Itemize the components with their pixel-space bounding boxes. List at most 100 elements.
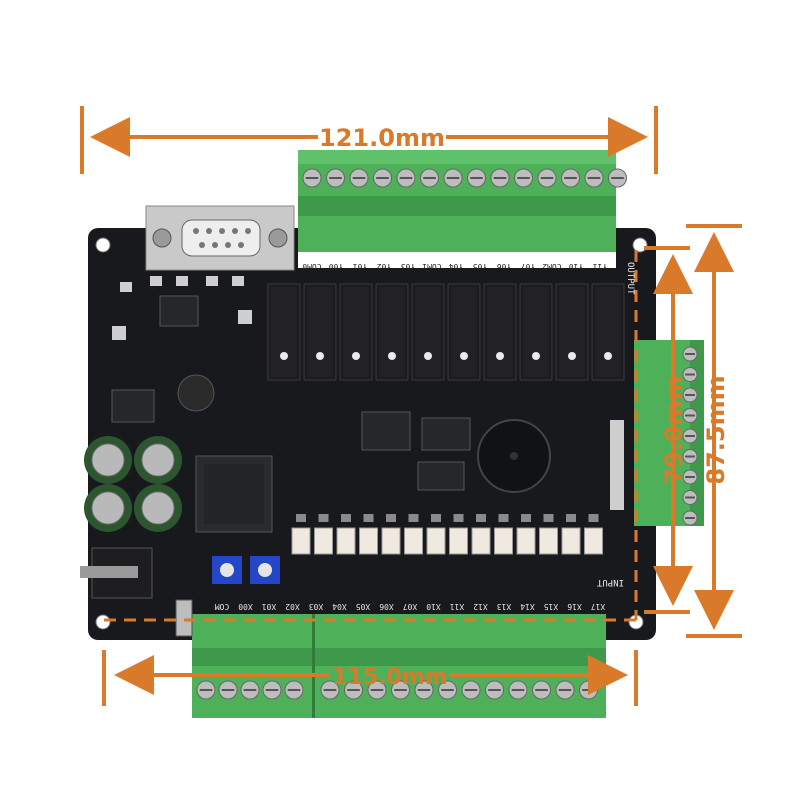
output-pin-label: Y11 bbox=[593, 262, 608, 271]
potentiometers bbox=[212, 556, 280, 584]
relay bbox=[339, 283, 373, 381]
optocoupler bbox=[539, 514, 558, 555]
output-pin-label: Y04 bbox=[449, 262, 464, 271]
terminal-screw bbox=[485, 680, 504, 700]
output-pin-label: COM2 bbox=[542, 262, 561, 271]
relay bbox=[519, 283, 553, 381]
output-pin-label: Y05 bbox=[473, 262, 488, 271]
terminal-screw bbox=[555, 680, 575, 700]
input-pin-label: X17 bbox=[591, 602, 606, 611]
input-pin-label: X04 bbox=[332, 602, 347, 611]
ic-chips bbox=[111, 295, 471, 491]
input-pin-label: COM bbox=[215, 602, 230, 611]
terminal-screw bbox=[584, 168, 604, 188]
relay bbox=[555, 283, 589, 381]
optocoupler bbox=[471, 514, 491, 555]
output-pin-label: Y10 bbox=[569, 262, 584, 271]
terminal-screw bbox=[320, 680, 340, 700]
terminal-screw bbox=[682, 346, 698, 362]
terminal-screw bbox=[414, 680, 434, 700]
input-pin-label: X14 bbox=[520, 602, 535, 611]
dimension-markers bbox=[80, 106, 742, 706]
output-pin-label: COM1 bbox=[422, 262, 441, 271]
terminal-screw bbox=[396, 168, 416, 188]
terminal-screw bbox=[438, 680, 457, 700]
silkscreen-marks bbox=[112, 276, 624, 510]
output-pin-label: Y01 bbox=[353, 262, 368, 271]
output-terminal-block: COM0 Y00 Y01 Y02 Y03 COM1 Y04 Y05 Y06 Y07 COM2 Y10 Y… bbox=[298, 150, 627, 271]
terminal-screw bbox=[561, 168, 580, 188]
mounting-hole bbox=[632, 237, 648, 253]
electrolytic-capacitors bbox=[84, 436, 182, 532]
optocoupler-row bbox=[291, 514, 603, 555]
optocoupler bbox=[404, 514, 423, 555]
output-pin-label: Y07 bbox=[521, 262, 536, 271]
terminal-screw bbox=[532, 680, 551, 700]
input-pin-label: X13 bbox=[497, 602, 512, 611]
mounting-hole bbox=[95, 237, 111, 253]
terminal-screw bbox=[461, 680, 481, 700]
output-pin-label: Y00 bbox=[329, 262, 344, 271]
mounting-hole bbox=[95, 614, 111, 630]
input-pin-label: X07 bbox=[403, 602, 418, 611]
dimension-label-bottom-width: 115.0mm bbox=[332, 665, 447, 690]
dimension-label-inner-height: 79.0mm bbox=[660, 375, 688, 484]
input-pin-label: X02 bbox=[285, 602, 300, 611]
optocoupler bbox=[291, 514, 311, 555]
relay bbox=[591, 283, 625, 381]
terminal-screw bbox=[391, 680, 410, 700]
optocoupler bbox=[584, 514, 603, 555]
db9-connector bbox=[145, 205, 295, 271]
relay bbox=[411, 283, 445, 381]
terminal-screw bbox=[196, 680, 216, 700]
relay bbox=[303, 283, 337, 381]
input-pin-label: X00 bbox=[238, 602, 253, 611]
buzzer bbox=[477, 419, 551, 493]
terminal-screw bbox=[682, 490, 698, 505]
output-pin-label: Y02 bbox=[377, 262, 392, 271]
terminal-screw bbox=[537, 168, 557, 188]
terminal-screw bbox=[467, 168, 486, 188]
terminal-screw bbox=[218, 680, 238, 700]
output-pin-label: COM0 bbox=[302, 262, 321, 271]
terminal-screw bbox=[326, 168, 345, 188]
output-terminal-label: OUTPUT bbox=[625, 262, 635, 295]
dimension-label-top-width: 121.0mm bbox=[319, 124, 445, 152]
input-terminal-label: INPUT bbox=[596, 577, 624, 587]
terminal-screw bbox=[344, 680, 363, 700]
optocoupler bbox=[426, 514, 446, 555]
terminal-screw bbox=[262, 680, 282, 700]
optocoupler bbox=[449, 514, 468, 555]
terminal-screw bbox=[508, 680, 528, 700]
microcontroller-chip bbox=[195, 455, 273, 533]
input-pin-label: X06 bbox=[379, 602, 394, 611]
terminal-screw bbox=[608, 168, 627, 188]
output-pin-label: Y03 bbox=[401, 262, 416, 271]
terminal-screw bbox=[443, 168, 463, 188]
terminal-screw bbox=[514, 168, 533, 188]
input-pin-label: X15 bbox=[544, 602, 559, 611]
input-pin-label: X03 bbox=[309, 602, 324, 611]
terminal-screw bbox=[349, 168, 369, 188]
input-pin-label: X05 bbox=[356, 602, 371, 611]
terminal-screw bbox=[284, 680, 304, 700]
relay bbox=[447, 283, 481, 381]
input-pin-label: X11 bbox=[450, 602, 465, 611]
input-pin-label: X16 bbox=[567, 602, 582, 611]
input-pin-label: X10 bbox=[426, 602, 441, 611]
optocoupler bbox=[494, 514, 513, 555]
relay-row bbox=[267, 283, 625, 381]
inductor bbox=[177, 374, 215, 412]
input-pin-label: X01 bbox=[262, 602, 277, 611]
terminal-screw bbox=[367, 680, 387, 700]
terminal-screw bbox=[420, 168, 439, 188]
optocoupler bbox=[561, 514, 581, 555]
terminal-screw bbox=[579, 680, 598, 700]
terminal-screw bbox=[302, 168, 322, 188]
relay bbox=[375, 283, 409, 381]
terminal-screw bbox=[373, 168, 392, 188]
terminal-screw bbox=[682, 510, 698, 526]
output-pin-label: Y06 bbox=[497, 262, 512, 271]
terminal-screw bbox=[490, 168, 510, 188]
